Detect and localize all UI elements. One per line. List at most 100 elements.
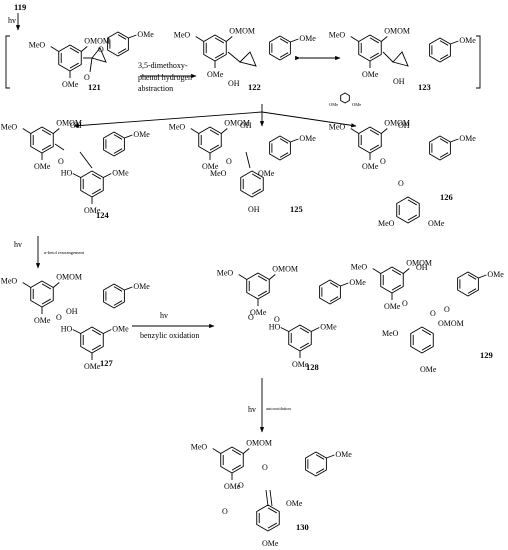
double-bond (113, 300, 123, 306)
anisyl-ring (269, 35, 291, 61)
carbonyl-oxygen: O (238, 481, 244, 490)
double-bond (267, 522, 278, 529)
atom-label: OMe (420, 365, 437, 374)
bond (269, 489, 273, 507)
double-bond (279, 152, 289, 158)
atom-label: OMe (207, 70, 224, 79)
hydroxyl-label: OH (398, 121, 410, 130)
double-bond (329, 296, 339, 302)
bond (311, 327, 320, 332)
bond (124, 134, 133, 139)
bond (382, 51, 394, 63)
bond (220, 128, 228, 134)
hv-label-start: hv (8, 16, 16, 25)
hv-label-130: hv (248, 405, 256, 414)
atom-label: OMe (459, 134, 476, 143)
double-bond (117, 48, 127, 54)
epoxide (239, 51, 257, 67)
methoxy-aryl-ring (246, 272, 270, 300)
anisyl-ring (103, 131, 125, 157)
methoxy-aryl-ring (30, 280, 54, 308)
epoxide (91, 47, 107, 63)
atom-label: MeO (191, 443, 208, 452)
bond (280, 327, 289, 332)
bond (225, 36, 233, 42)
anisyl-ring (269, 135, 291, 161)
double-bond (279, 38, 289, 44)
atom-label: OMOM (224, 119, 250, 128)
anisyl-ring (457, 271, 479, 297)
atom-label: OMe (487, 270, 504, 279)
double-bond (467, 288, 477, 294)
double-bond (369, 37, 380, 44)
bond (212, 448, 221, 454)
right-bracket (476, 35, 481, 89)
bond (50, 46, 59, 52)
compound-number-123: 123 (418, 82, 431, 92)
atom-label: OMe (112, 325, 129, 334)
atom-label: OMe (258, 169, 275, 178)
benzoate-ring (410, 326, 434, 354)
compound-number-129: 129 (480, 350, 493, 360)
methoxy-aryl-ring (380, 266, 404, 294)
double-bond (421, 344, 432, 351)
double-bond (41, 283, 52, 290)
double-bond (91, 329, 102, 336)
bond (290, 138, 299, 143)
atom-label: OMe (335, 450, 352, 459)
radical-oxygen: O (84, 73, 90, 82)
atom-label: HO (61, 325, 73, 334)
atom-label: OMe (202, 162, 219, 171)
hv-label-127: hv (14, 240, 22, 249)
epoxide (392, 51, 409, 67)
atom-label: MeO (1, 277, 18, 286)
bond (103, 173, 112, 178)
bond (72, 173, 81, 178)
double-bond (113, 286, 123, 292)
double-bond (214, 37, 225, 44)
ether-oxygen: O (398, 179, 404, 188)
atom-label: MeO (169, 123, 186, 132)
compound-number-125: 125 (290, 204, 303, 214)
bond (227, 51, 241, 63)
h-abstraction-note-1: 3,5-dimethoxy- (138, 61, 188, 70)
left-bracket (5, 35, 10, 89)
atom-label: OMe (34, 316, 51, 325)
hydroxyl-label: OH (248, 205, 260, 214)
bond (340, 282, 349, 287)
hydroxyl-label: OH (66, 307, 78, 316)
atom-label: OMOM (384, 27, 410, 36)
atom-label: OMOM (56, 119, 82, 128)
carbonyl-oxygen: O (402, 299, 408, 308)
double-bond (391, 284, 402, 291)
atom-label: OMe (459, 36, 476, 45)
atom-label: OMe (112, 169, 129, 178)
trimethoxy-aryl-ring (240, 170, 264, 198)
double-bond (257, 290, 268, 297)
atom-label: MeO (351, 263, 368, 272)
double-bond (91, 188, 102, 195)
methoxy-aryl-ring (358, 34, 382, 62)
atom-label: OMOM (384, 119, 410, 128)
double-bond (69, 62, 80, 69)
h-abstraction-note-2: phenol hydrogen (138, 73, 192, 82)
double-bond (407, 214, 418, 221)
atom-label: MeO (329, 31, 346, 40)
bond (103, 329, 112, 334)
anisyl-ring (429, 37, 451, 63)
ester-carbonyl-oxygen: O (444, 305, 450, 314)
bond (268, 274, 276, 280)
bond (79, 151, 93, 169)
double-bond (117, 34, 127, 40)
double-bond (41, 144, 52, 151)
double-bond (439, 40, 449, 46)
double-bond (113, 148, 123, 154)
atom-label: OMe (84, 362, 101, 371)
compound-number-128: 128 (306, 362, 319, 372)
anisyl-ring (305, 451, 327, 477)
compound-number-119: 119 (14, 2, 26, 12)
phenoxy-radical-ring (340, 92, 350, 104)
double-bond (113, 134, 123, 140)
bond (52, 282, 60, 288)
